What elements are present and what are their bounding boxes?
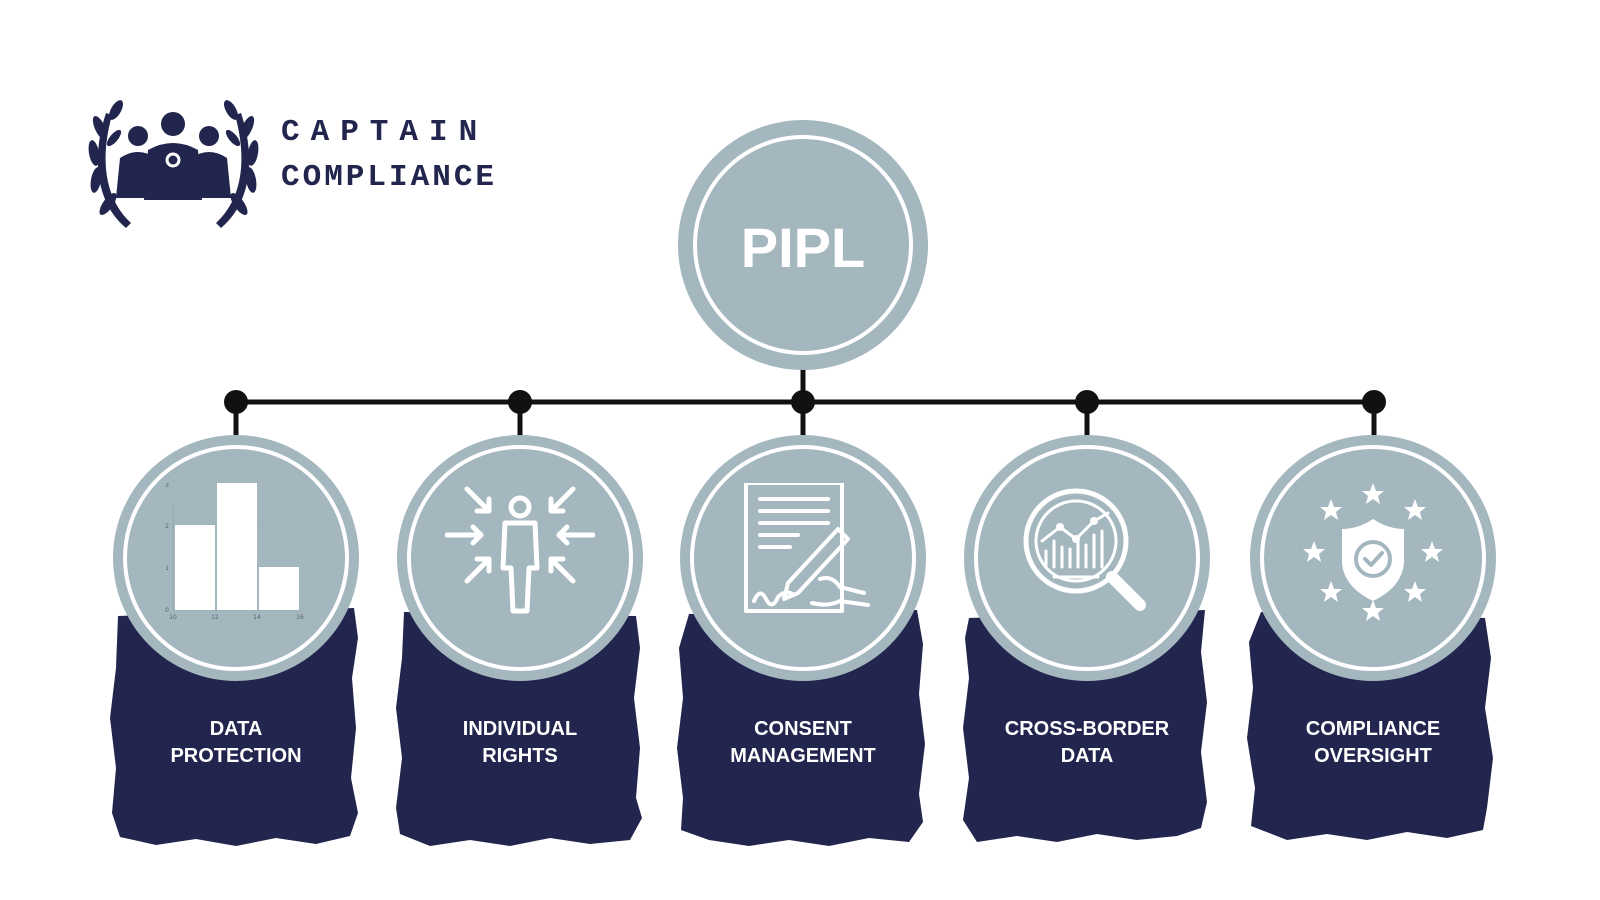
person-arrows-icon — [445, 486, 595, 614]
x-tick-label: 10 — [169, 614, 177, 621]
pillar-compliance-oversight: COMPLIANCE OVERSIGHT — [1243, 430, 1503, 850]
pillar-label-line2: RIGHTS — [482, 745, 558, 767]
junction-dot — [1075, 390, 1099, 414]
magnifier-analytics-icon — [1023, 488, 1146, 611]
pillar-data-protection: 10 12 14 16 0 1 2 3 DATA PROTECTION — [106, 430, 366, 850]
chart-bar — [217, 483, 257, 610]
chart-bar — [259, 567, 299, 610]
pillar-consent-management: CONSENT MANAGEMENT — [673, 430, 933, 850]
pillar-label-line2: PROTECTION — [170, 745, 302, 767]
brand-logo: CAPTAIN COMPLIANCE — [86, 88, 516, 233]
pillar-node — [680, 435, 926, 681]
pillar-label-line2: DATA — [1060, 745, 1114, 767]
x-tick-label: 12 — [211, 614, 219, 621]
pillar-node — [397, 435, 643, 681]
shield-stars-icon — [1303, 483, 1443, 621]
x-tick-label: 16 — [296, 614, 304, 621]
y-tick-label: 0 — [165, 607, 169, 614]
pillar-label-line2: OVERSIGHT — [1314, 745, 1432, 767]
brush-banner — [677, 610, 925, 846]
pillar-label: CONSENT MANAGEMENT — [673, 716, 933, 770]
junction-dot — [508, 390, 532, 414]
y-tick-label: 1 — [165, 565, 169, 572]
pillar-label: CROSS-BORDER DATA — [957, 716, 1217, 770]
pillar-node: 10 12 14 16 0 1 2 3 — [113, 435, 359, 681]
pillar-cross-border-data: CROSS-BORDER DATA — [957, 430, 1217, 850]
laurel-wreath-heroes-icon — [88, 100, 259, 228]
pillar-individual-rights: INDIVIDUAL RIGHTS — [390, 430, 650, 850]
pillar-label: COMPLIANCE OVERSIGHT — [1243, 716, 1503, 770]
pillar-label: INDIVIDUAL RIGHTS — [390, 716, 650, 770]
central-node: PIPL — [678, 120, 928, 370]
brush-banner — [110, 608, 358, 846]
central-node-label: PIPL — [740, 216, 866, 279]
document-signature-icon — [744, 483, 870, 613]
pillar-label-line1: CONSENT — [754, 718, 852, 740]
pillar-label-line1: DATA — [209, 718, 263, 740]
junction-dot — [1362, 390, 1386, 414]
y-tick-label: 2 — [165, 523, 169, 530]
brush-banner — [396, 612, 642, 846]
chart-bar — [175, 525, 215, 610]
junction-dot — [791, 390, 815, 414]
brush-banner — [1247, 612, 1493, 840]
x-tick-label: 14 — [253, 614, 261, 621]
logo-title-line2: COMPLIANCE — [281, 160, 498, 195]
pillar-label-line2: MANAGEMENT — [730, 745, 876, 767]
pillar-label-line1: CROSS-BORDER — [1004, 718, 1170, 740]
pillar-label-line1: INDIVIDUAL — [462, 718, 578, 740]
brush-banner — [963, 610, 1207, 842]
pillar-node — [1250, 435, 1496, 681]
bar-chart-icon: 10 12 14 16 0 1 2 3 — [165, 483, 304, 621]
junction-dot — [224, 390, 248, 414]
logo-title-line1: CAPTAIN — [281, 115, 489, 150]
y-tick-label: 3 — [165, 483, 169, 489]
pillar-label-line1: COMPLIANCE — [1305, 718, 1441, 740]
pillar-label: DATA PROTECTION — [106, 716, 366, 770]
pillar-node — [964, 435, 1210, 681]
